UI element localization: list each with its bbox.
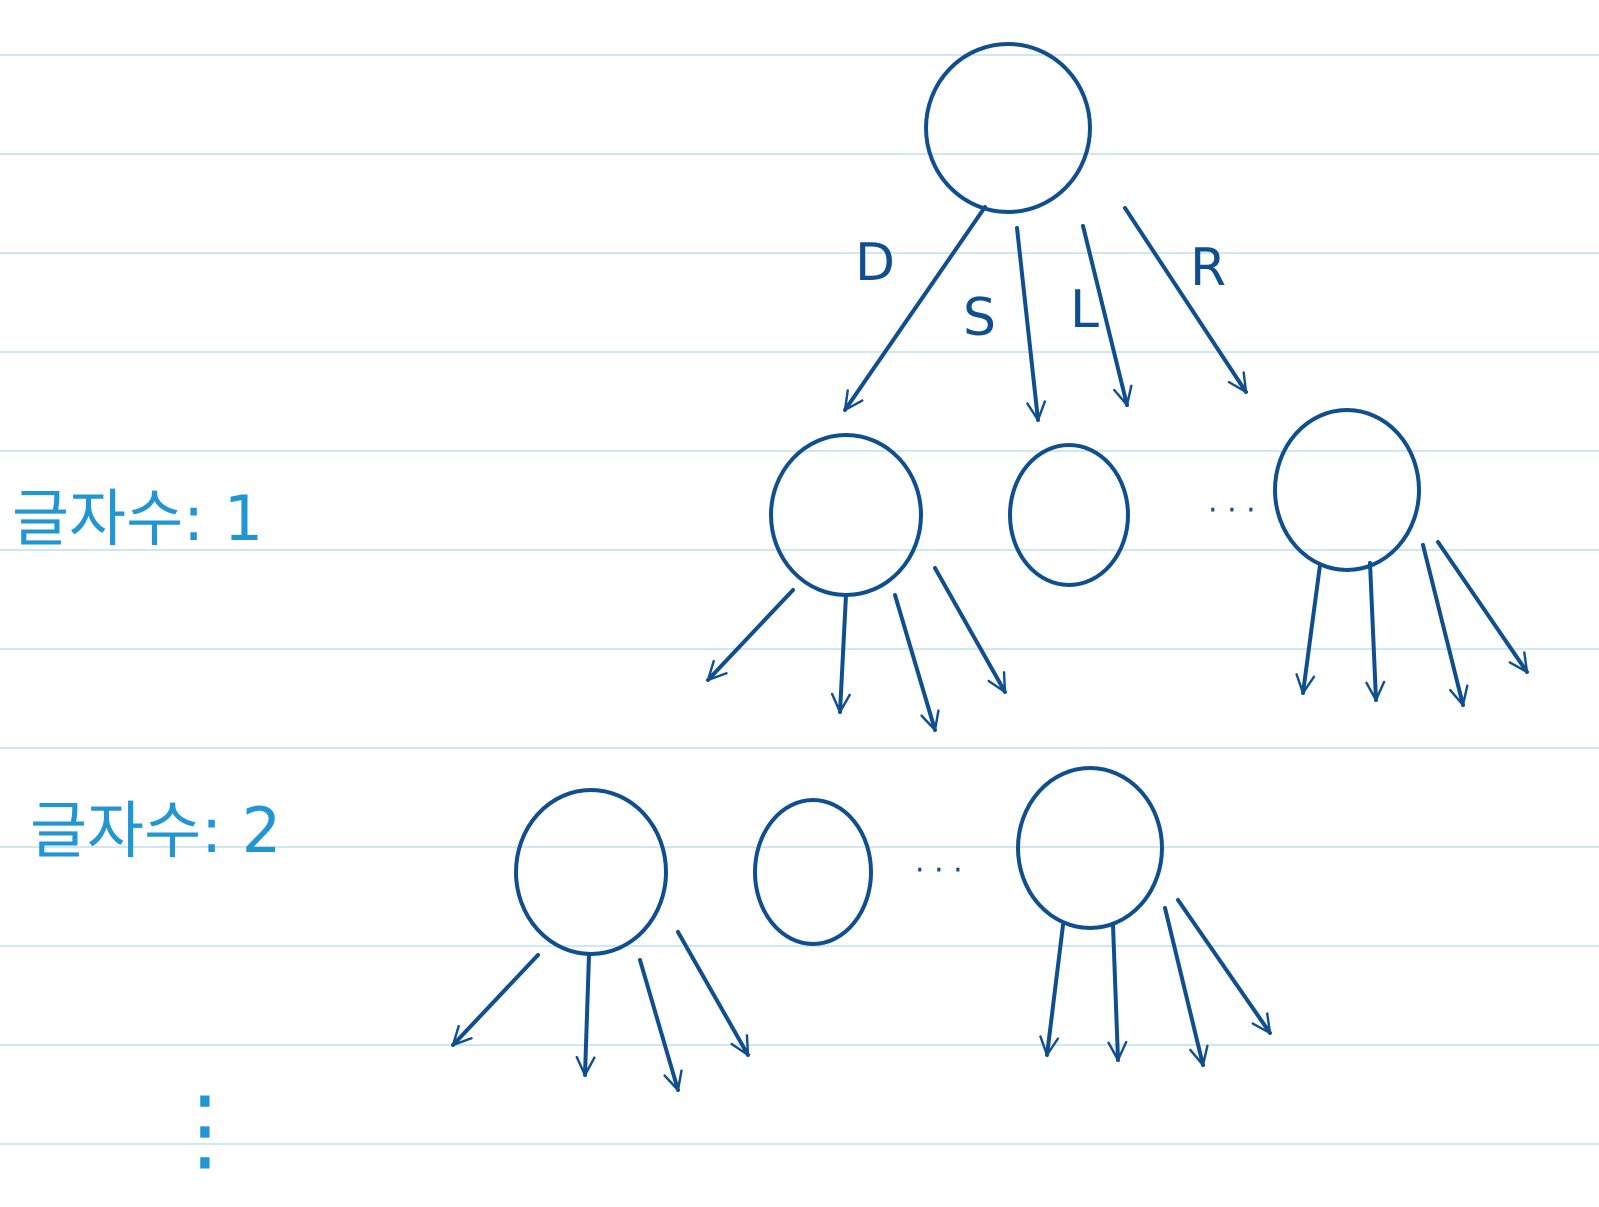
edge-l	[1081, 224, 1133, 407]
level1-node-d	[769, 433, 923, 597]
level1-d-edge-2	[830, 593, 851, 714]
level2-node-2	[753, 798, 873, 946]
level2-node-3	[1016, 766, 1164, 930]
level2-1-edge-2	[575, 953, 596, 1077]
edge-label-r: R	[1190, 238, 1226, 298]
notebook-rules	[0, 54, 1599, 1145]
edge-label-s: S	[963, 288, 996, 348]
edge-label-d: D	[855, 233, 895, 293]
level2-node-1	[514, 788, 668, 956]
level1-node-r	[1273, 408, 1421, 572]
level1-d-edge-1	[706, 588, 795, 682]
edge-d	[843, 205, 987, 412]
level2-3-edge-1	[1039, 923, 1065, 1057]
level2-1-edge-4	[676, 930, 750, 1057]
level2-1-edge-1	[451, 953, 540, 1047]
level1-d-edge-3	[893, 593, 940, 732]
level2-3-edge-4	[1176, 898, 1272, 1035]
level2-3-edge-2	[1107, 923, 1128, 1062]
level1-ellipsis: · · ·	[1208, 493, 1256, 528]
root-node	[924, 42, 1092, 214]
level2-1-edge-3	[638, 958, 683, 1092]
level1-node-s	[1008, 443, 1130, 587]
continuation-dots: ⋮	[160, 1077, 250, 1182]
edge-s	[1015, 226, 1047, 422]
level1-d-edge-4	[933, 566, 1007, 694]
edge-label-l: L	[1070, 280, 1099, 340]
level2-3-edge-3	[1163, 906, 1209, 1067]
level1-r-edge-2	[1365, 561, 1386, 702]
level-note-1: 글자수: 1	[12, 482, 263, 555]
level-note-2: 글자수: 2	[30, 794, 281, 867]
level2-ellipsis: · · ·	[915, 853, 963, 888]
level1-r-edge-3	[1421, 543, 1469, 707]
level1-r-edge-4	[1436, 540, 1529, 674]
edge-r	[1123, 206, 1248, 394]
level1-r-edge-1	[1295, 563, 1322, 695]
